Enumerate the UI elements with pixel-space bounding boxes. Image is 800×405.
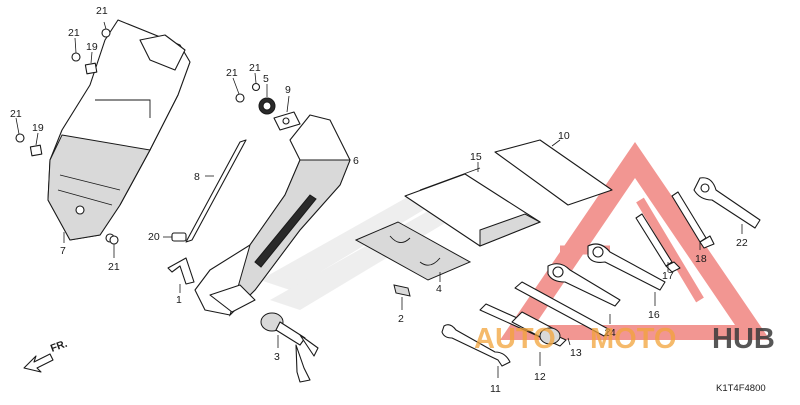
part-10-sheet — [494, 139, 613, 206]
part-14-wrench — [514, 263, 621, 337]
callout-16: 16 — [648, 309, 660, 321]
watermark-word-left: AUTO — [474, 323, 556, 355]
callout-10: 10 — [558, 130, 570, 142]
watermark-word-mid: MOTO — [590, 323, 676, 355]
callout-21-a: 21 — [96, 5, 108, 17]
diagram-code: K1T4F4800 — [716, 383, 766, 394]
callout-1: 1 — [176, 294, 182, 306]
part-16-wrench — [587, 243, 666, 306]
callout-3: 3 — [274, 351, 280, 363]
callout-21-c: 21 — [10, 108, 22, 120]
direction-indicator: FR. — [23, 338, 69, 373]
part-3-lock — [260, 312, 319, 383]
screw-21-c — [15, 133, 25, 143]
fasteners-left — [15, 21, 119, 258]
part-18-hexkey — [671, 191, 715, 250]
part-7-cover — [47, 19, 191, 243]
screw-21-a — [101, 21, 111, 38]
callout-12: 12 — [534, 371, 546, 383]
leader-lines — [15, 37, 257, 135]
part-5-grommet — [258, 84, 276, 115]
part-6-toolbox — [194, 114, 351, 317]
callout-21-d: 21 — [108, 261, 120, 273]
callout-19-b: 19 — [32, 122, 44, 134]
callout-5: 5 — [263, 73, 269, 85]
callout-18: 18 — [695, 253, 707, 265]
callout-21-f: 21 — [249, 62, 261, 74]
callout-9: 9 — [285, 84, 291, 96]
callout-14: 14 — [604, 327, 616, 339]
callout-17: 17 — [662, 270, 674, 282]
part-12-socket — [511, 311, 561, 366]
watermark-word-right: HUB — [712, 323, 775, 355]
arrow-icon — [23, 353, 54, 373]
part-20-bolt — [163, 232, 187, 242]
callout-7: 7 — [60, 245, 66, 257]
callout-2: 2 — [398, 313, 404, 325]
callout-22: 22 — [736, 237, 748, 249]
part-2-clip — [393, 284, 411, 310]
part-22-spanner — [693, 177, 761, 234]
part-17-hexkey — [635, 213, 681, 273]
part-8-rod — [185, 139, 247, 243]
part-15-pouch — [404, 162, 542, 247]
callout-8: 8 — [194, 171, 200, 183]
callout-6: 6 — [353, 155, 359, 167]
screw-21-e — [235, 82, 261, 103]
callout-4: 4 — [436, 283, 442, 295]
part-11-wrench — [441, 324, 511, 378]
callout-19-a: 19 — [86, 41, 98, 53]
callout-20: 20 — [148, 231, 160, 243]
callout-15: 15 — [470, 151, 482, 163]
callout-11: 11 — [490, 383, 501, 395]
screw-21-d — [109, 235, 119, 258]
callout-labels: 21 21 19 21 19 21 7 21 21 5 9 6 8 20 1 1… — [10, 5, 748, 395]
clip-19-a — [84, 51, 98, 75]
part-4-bag — [354, 221, 472, 282]
clip-19-b — [29, 132, 43, 157]
callout-13: 13 — [570, 347, 582, 359]
callout-21-b: 21 — [68, 27, 80, 39]
direction-label: FR. — [49, 338, 69, 355]
callout-21-e: 21 — [226, 67, 238, 79]
watermark-brand: AUTO MOTO HUB — [474, 323, 775, 355]
part-1-hook — [167, 257, 195, 293]
screw-21-b — [71, 52, 81, 62]
part-9-seal — [273, 95, 301, 131]
